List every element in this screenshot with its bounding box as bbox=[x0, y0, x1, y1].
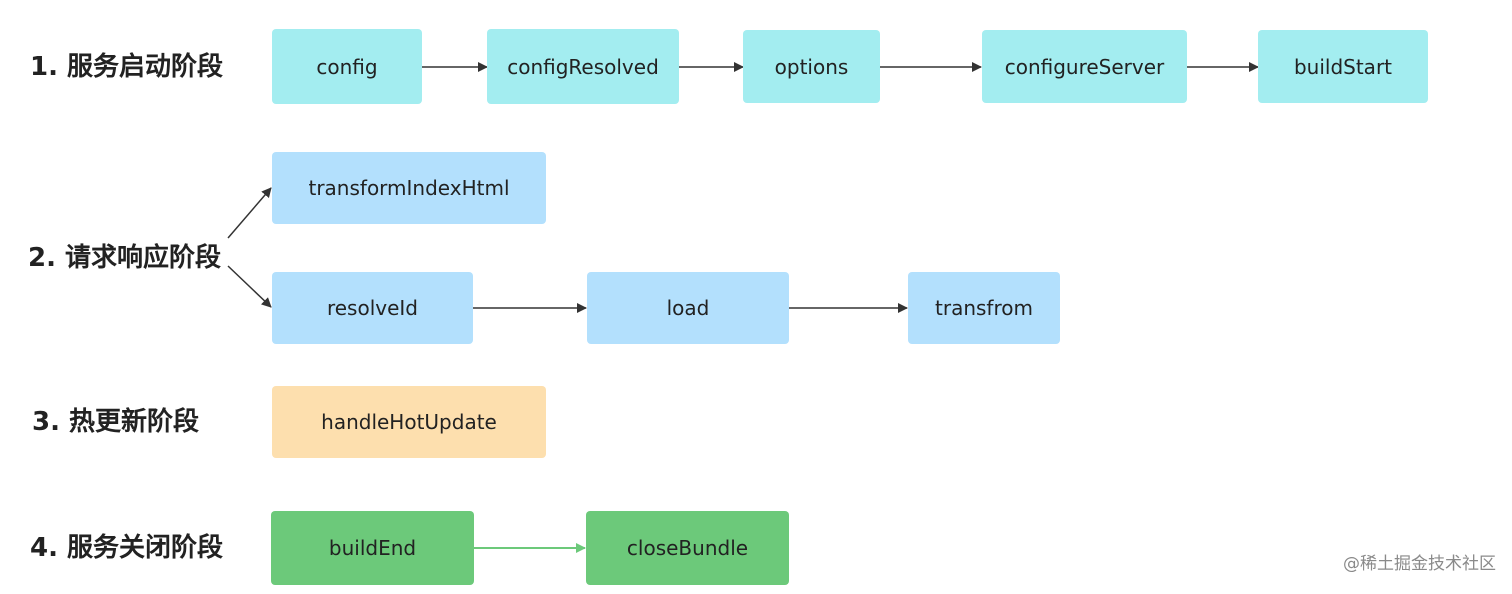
hook-node-transformindexhtml: transformIndexHtml bbox=[272, 152, 546, 224]
stage-label-request: 2. 请求响应阶段 bbox=[28, 243, 222, 273]
arrow-stage2-to-resolveid bbox=[227, 265, 272, 308]
hook-node-handlehotupdate: handleHotUpdate bbox=[272, 386, 546, 458]
arrow-stage2-to-transformindexhtml bbox=[227, 187, 272, 239]
hook-node-closebundle: closeBundle bbox=[586, 511, 789, 585]
stage-label-shutdown: 4. 服务关闭阶段 bbox=[30, 533, 224, 563]
hook-node-buildend: buildEnd bbox=[271, 511, 474, 585]
hook-node-resolveid: resolveId bbox=[272, 272, 473, 344]
hook-node-configresolved: configResolved bbox=[487, 29, 679, 104]
hook-node-load: load bbox=[587, 272, 789, 344]
hook-node-transfrom: transfrom bbox=[908, 272, 1060, 344]
hook-node-buildstart: buildStart bbox=[1258, 30, 1428, 103]
hook-node-options: options bbox=[743, 30, 880, 103]
stage-label-hmr: 3. 热更新阶段 bbox=[32, 407, 200, 437]
hook-node-config: config bbox=[272, 29, 422, 104]
watermark-text: @稀土掘金技术社区 bbox=[1343, 554, 1496, 574]
hook-node-configureserver: configureServer bbox=[982, 30, 1187, 103]
stage-label-startup: 1. 服务启动阶段 bbox=[30, 52, 224, 82]
